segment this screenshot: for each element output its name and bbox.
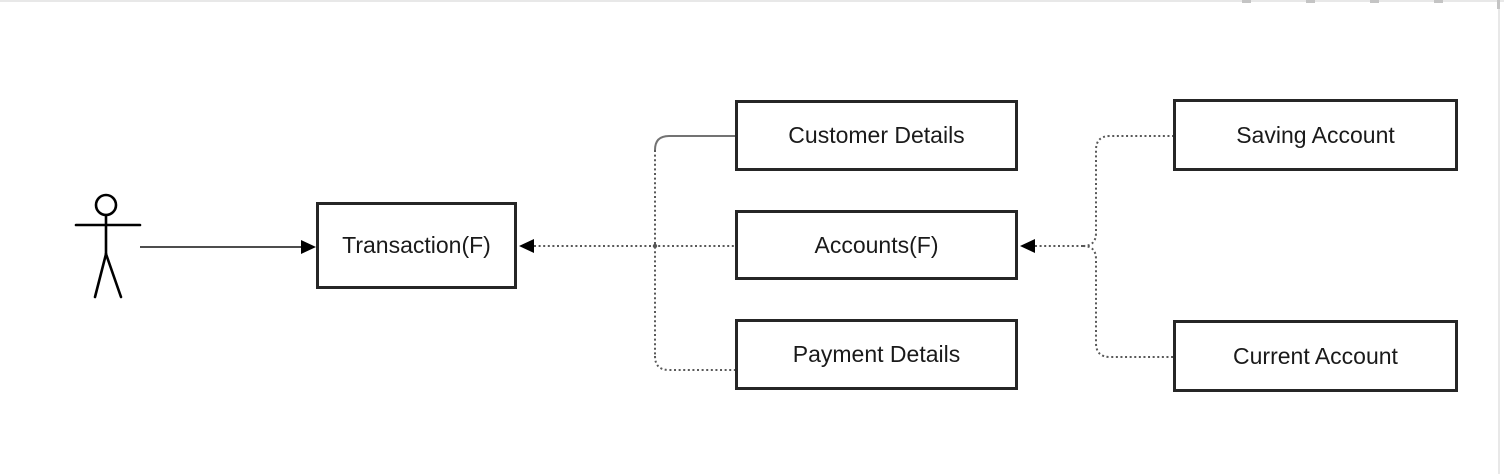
bracket-customer-payment[interactable] <box>654 135 735 371</box>
edge-actor-to-transaction[interactable] <box>140 240 316 254</box>
node-payment-details-label: Payment Details <box>792 341 961 367</box>
user-actor-icon[interactable] <box>74 193 142 299</box>
edge-group-to-transaction[interactable] <box>519 239 735 253</box>
node-saving-account[interactable]: Saving Account <box>1173 99 1458 171</box>
node-transaction[interactable]: Transaction(F) <box>316 202 517 289</box>
edge-accountsgroup-to-accounts[interactable] <box>1020 239 1083 253</box>
node-current-account-label: Current Account <box>1233 342 1398 369</box>
node-saving-account-label: Saving Account <box>1236 121 1395 148</box>
edge-junction-dot <box>652 243 658 249</box>
node-customer-details[interactable]: Customer Details <box>735 100 1018 171</box>
node-payment-details[interactable]: Payment Details <box>735 319 1018 390</box>
bracket-saving-current[interactable] <box>1082 135 1173 358</box>
node-accounts[interactable]: Accounts(F) <box>735 210 1018 280</box>
node-accounts-label: Accounts(F) <box>814 231 939 258</box>
arrowhead-icon <box>1020 239 1035 253</box>
node-transaction-label: Transaction(F) <box>342 232 491 258</box>
arrowhead-icon <box>301 240 316 254</box>
node-current-account[interactable]: Current Account <box>1173 320 1458 392</box>
node-customer-details-label: Customer Details <box>788 122 965 148</box>
arrowhead-icon <box>519 239 534 253</box>
